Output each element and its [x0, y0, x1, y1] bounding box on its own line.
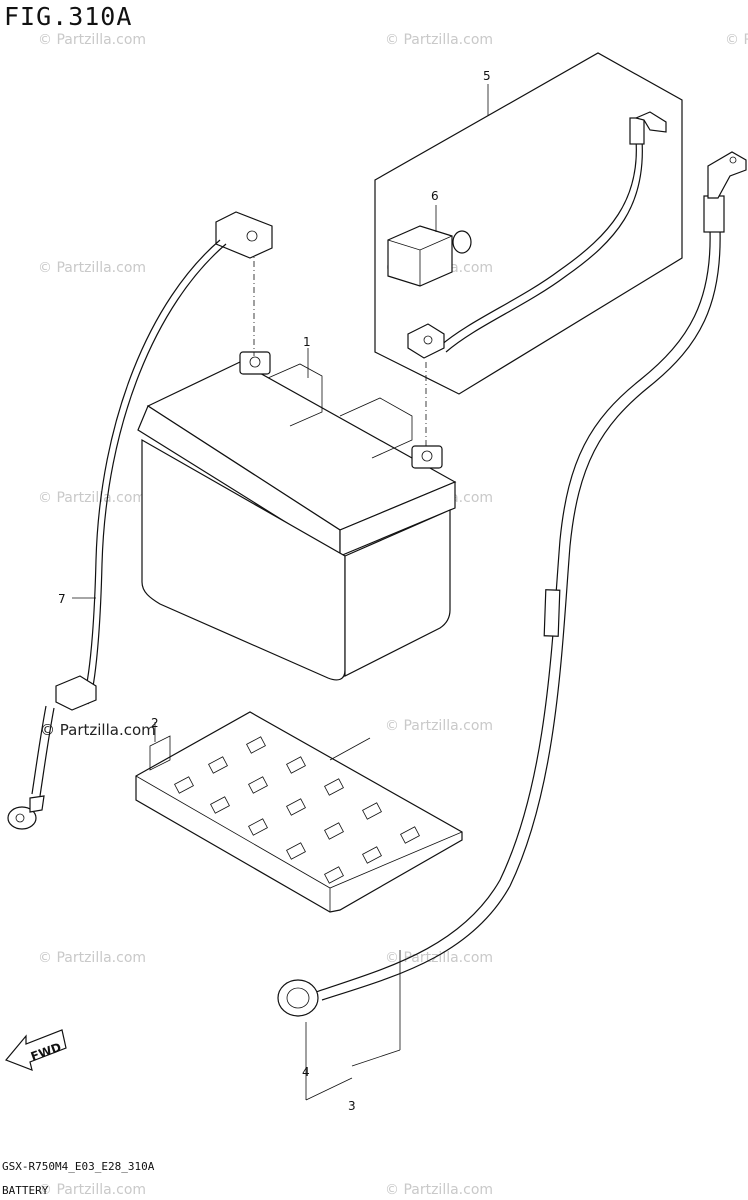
- callout-5: 5: [483, 69, 491, 83]
- callout-6: 6: [431, 189, 439, 203]
- fwd-arrow-icon: FWD: [5, 1029, 67, 1071]
- watermark: © Partzilla.com: [725, 32, 748, 48]
- callout-4: 4: [302, 1065, 310, 1079]
- tray-slots: [174, 736, 420, 884]
- watermark: © Partzilla.com: [385, 32, 493, 48]
- diagram-caption: BATTERY: [2, 1184, 49, 1197]
- callout-7: 7: [58, 592, 66, 606]
- callout-3: 3: [348, 1099, 356, 1113]
- watermark: © Partzilla.com: [385, 1182, 493, 1198]
- fig-title: FIG.310A: [4, 2, 133, 31]
- watermark-dark: © Partzilla.com: [40, 721, 156, 739]
- callout-1: 1: [303, 335, 311, 349]
- callout-2: 2: [151, 716, 159, 730]
- positive-cable: [407, 111, 667, 359]
- watermark: © Partzilla.com: [38, 490, 146, 506]
- kit-box-part-5: [374, 52, 683, 395]
- watermark: © Partzilla.com: [385, 718, 493, 734]
- terminal-cover-part-6: [387, 205, 472, 287]
- watermark: © Partzilla.com: [38, 32, 146, 48]
- watermark: © Partzilla.com: [38, 950, 146, 966]
- watermark: © Partzilla.com: [38, 1182, 146, 1198]
- battery-tray-part-2: [135, 711, 463, 913]
- negative-cable-part-3: [277, 151, 747, 1101]
- watermark: © Partzilla.com: [38, 260, 146, 276]
- battery-part-1: [137, 348, 457, 681]
- ground-lead-part-7: [7, 211, 273, 830]
- callout-labels: 1 2 3 4 5 6 7: [58, 69, 491, 1113]
- model-code: GSX-R750M4_E03_E28_310A: [2, 1160, 155, 1173]
- watermark: © Partzilla.com: [385, 950, 493, 966]
